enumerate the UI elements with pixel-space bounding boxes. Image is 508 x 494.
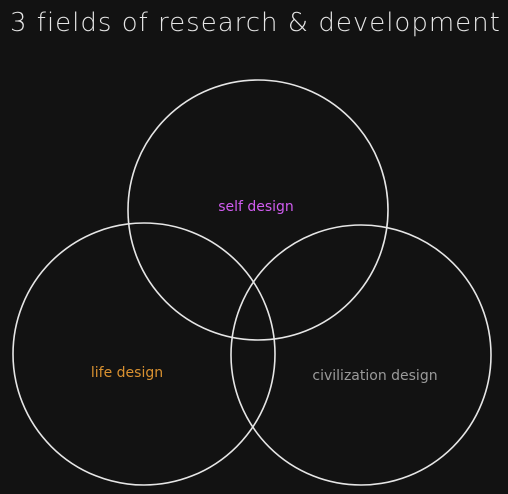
civilization-design-label: civilization design — [312, 368, 437, 384]
page-title: 3 fields of research & development — [10, 8, 501, 38]
self-design-label: self design — [218, 199, 294, 215]
life-design-circle — [12, 222, 276, 486]
self-design-circle — [127, 79, 389, 341]
life-design-label: life design — [91, 365, 163, 381]
civilization-design-circle — [230, 224, 492, 486]
